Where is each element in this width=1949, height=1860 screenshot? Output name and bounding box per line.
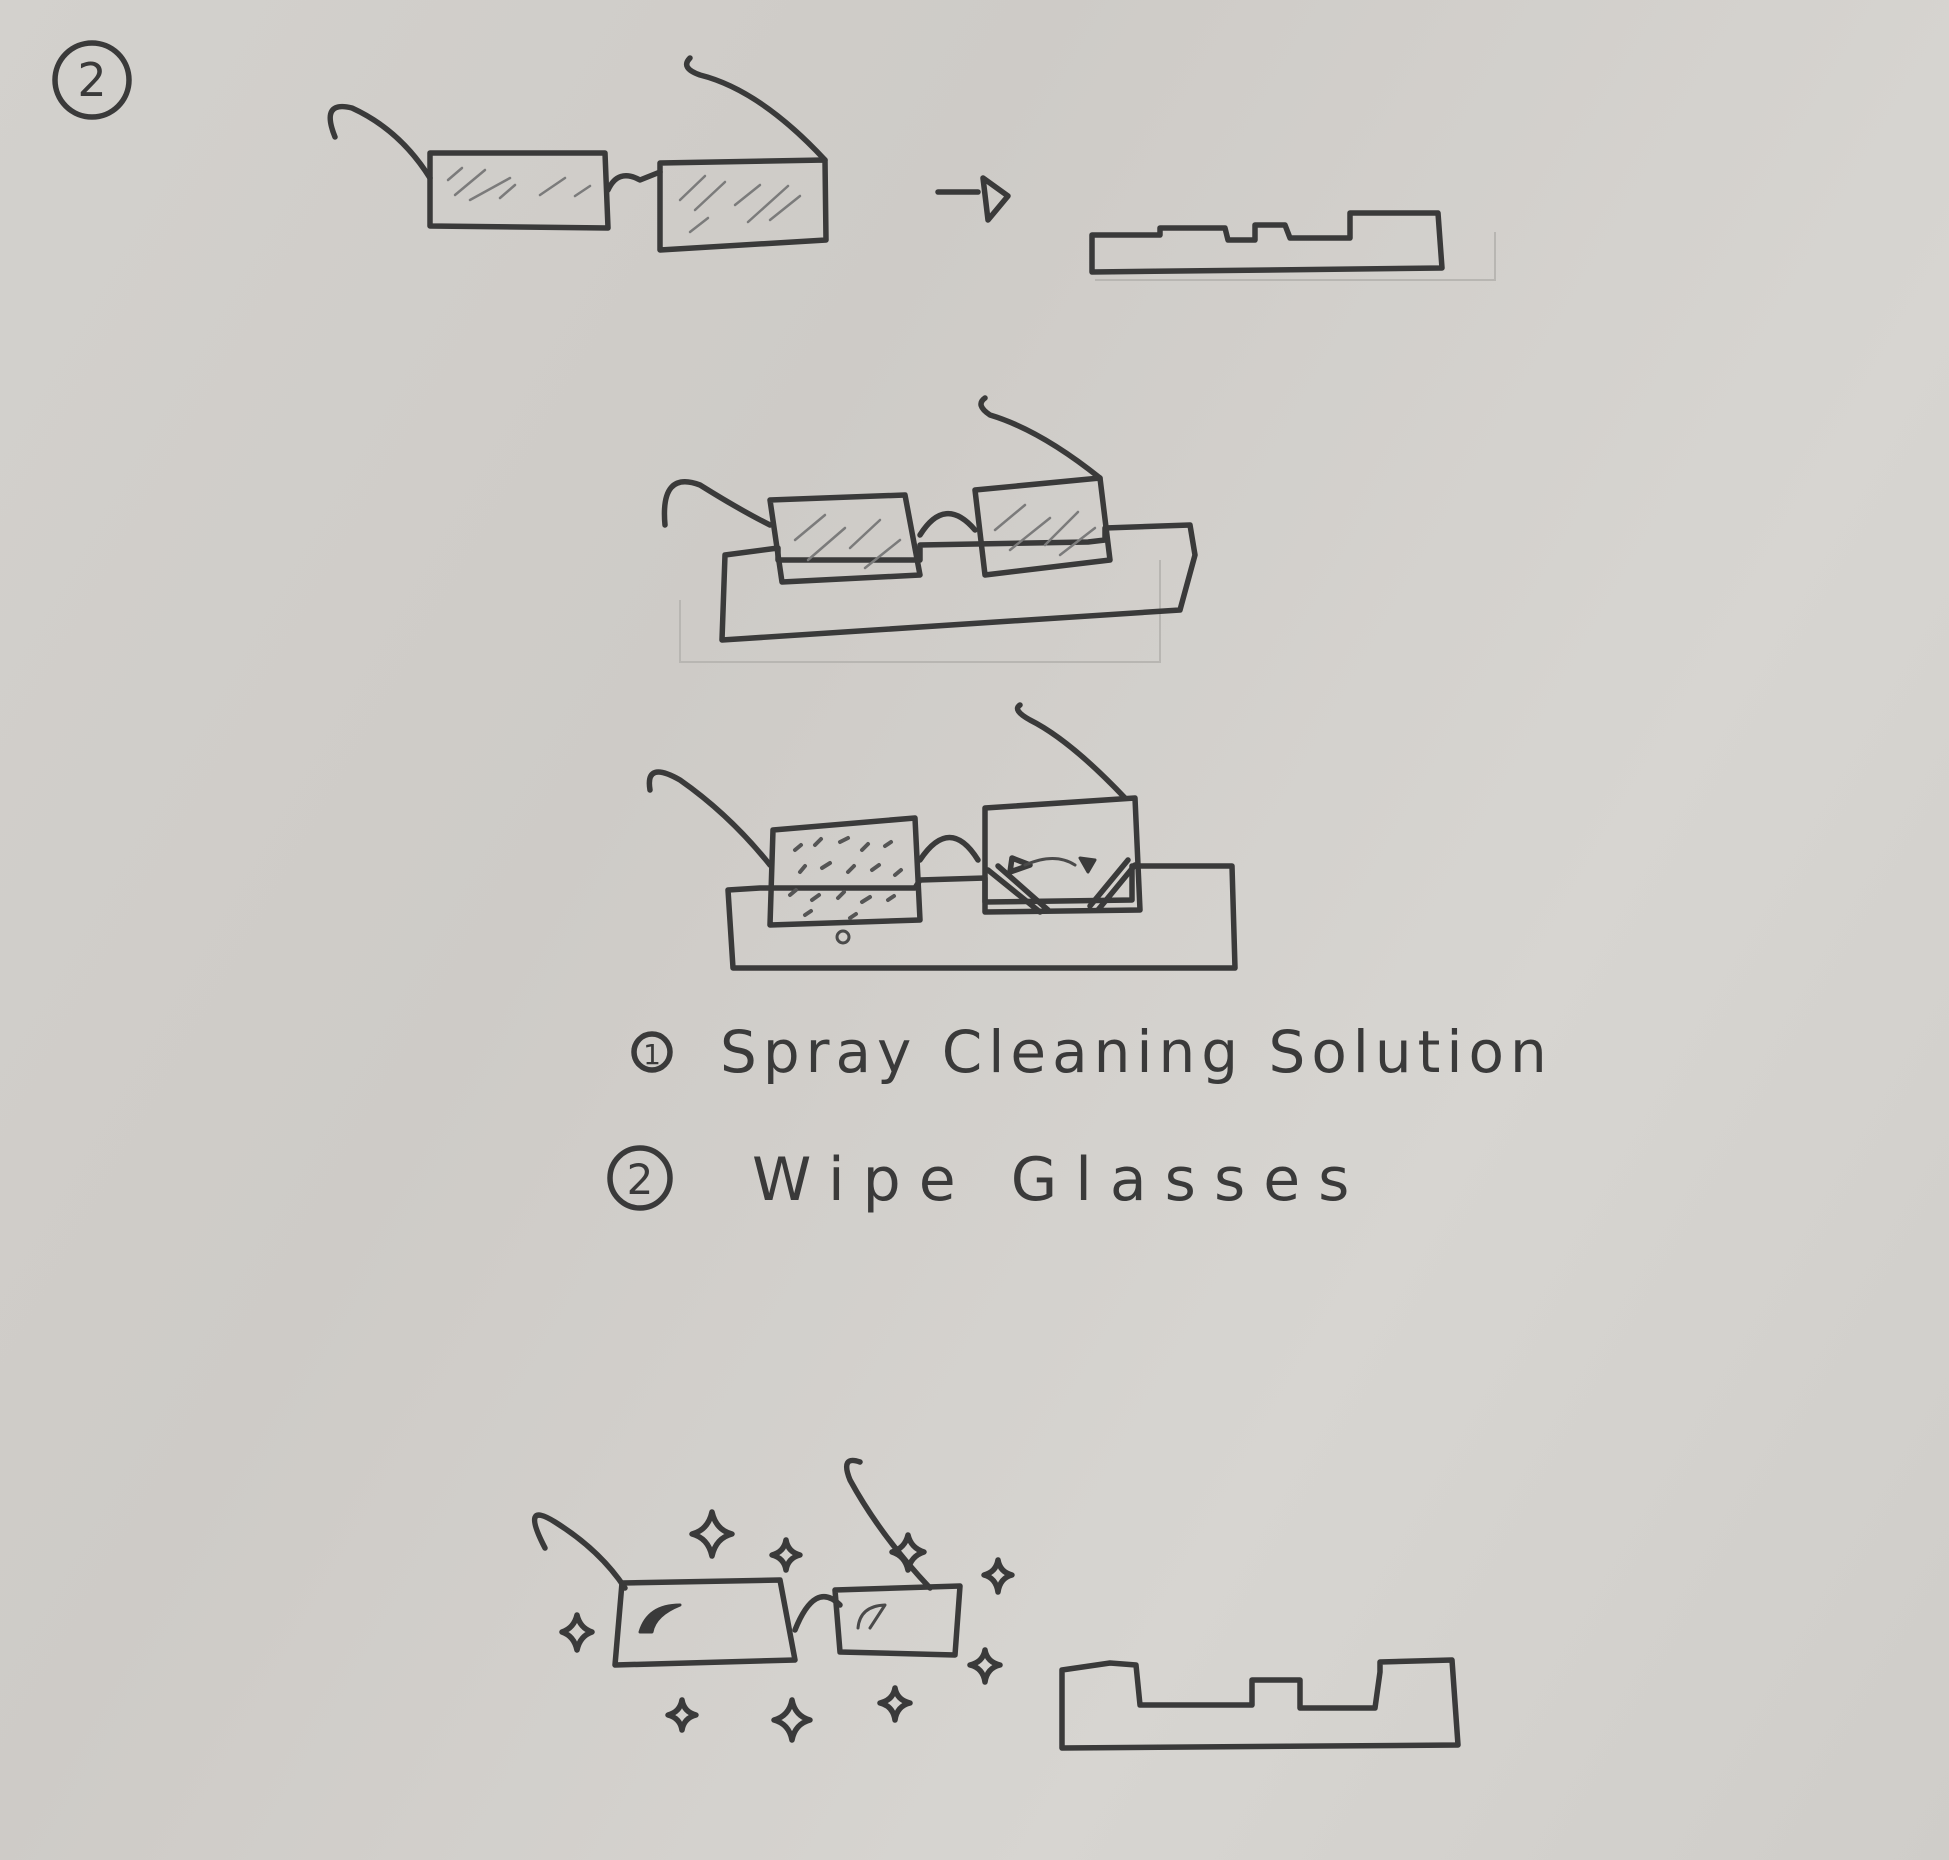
instruction-list: 1 Spray Cleaning Solution 2 Wipe Glasses [607, 1018, 1553, 1215]
dirty-glasses-illustration [327, 55, 829, 253]
sparkles [559, 1509, 1015, 1743]
left-lens [767, 492, 923, 585]
right-temple-arm [1014, 702, 1128, 801]
left-lens-smudges [793, 513, 902, 570]
step-number: 2 [77, 53, 106, 107]
right-lens [972, 475, 1113, 578]
empty-tray-bottom [1059, 1657, 1461, 1751]
arrow-right-icon [935, 175, 1011, 223]
sparkle-icon [689, 1509, 735, 1559]
lens-shine [638, 1603, 682, 1634]
instruction-number-circle [607, 1145, 673, 1211]
spray-droplets [788, 836, 903, 920]
sparkle-icon [769, 1537, 803, 1573]
sparkle-icon [877, 1685, 913, 1723]
sparkle-icon [889, 1532, 927, 1573]
glasses-bridge [917, 834, 981, 863]
sparkle-icon [665, 1697, 699, 1733]
right-lens [657, 157, 829, 253]
instruction-step-1: 1 Spray Cleaning Solution [631, 1018, 1553, 1086]
lens-shine [856, 1603, 887, 1630]
left-lens-sprayed [767, 815, 923, 928]
left-lens-smudges [446, 166, 592, 202]
instruction-number: 2 [627, 1155, 654, 1204]
right-lens [982, 795, 1143, 915]
tray-shadow [1095, 232, 1496, 281]
glasses-bridge [605, 169, 663, 193]
left-lens [427, 150, 611, 231]
sparkle-icon [559, 1612, 595, 1653]
left-temple-arm [646, 769, 773, 868]
right-temple-arm [978, 395, 1103, 481]
instruction-step-2: 2 Wipe Glasses [607, 1145, 1367, 1215]
left-temple-arm [661, 479, 773, 528]
instruction-text: Wipe Glasses [752, 1145, 1367, 1215]
instruction-number: 1 [643, 1038, 661, 1071]
tray-body [1059, 1657, 1461, 1751]
spray-and-wipe-illustration [646, 702, 1238, 971]
left-temple-arm [531, 1512, 628, 1591]
right-lens [832, 1583, 963, 1658]
left-temple-arm [327, 103, 433, 181]
instruction-number-circle [631, 1031, 673, 1073]
sparkle-icon [981, 1557, 1015, 1595]
instruction-text: Spray Cleaning Solution [720, 1018, 1553, 1086]
tray-body [1089, 210, 1445, 275]
sparkle-icon [771, 1697, 813, 1743]
clean-glasses-illustration [531, 1457, 963, 1668]
sparkle-icon [967, 1647, 1003, 1685]
glasses-in-tray-illustration [661, 395, 1198, 663]
right-lens-smudges [993, 503, 1097, 557]
right-temple-arm [843, 1457, 933, 1591]
empty-tray-top [1089, 210, 1496, 281]
right-lens-smudges [678, 174, 802, 234]
right-temple-arm [683, 55, 828, 163]
step-number-badge: 2 [52, 40, 132, 120]
left-lens [612, 1577, 798, 1668]
glasses-bridge [917, 510, 978, 538]
tray-body [725, 863, 1238, 971]
step-number-circle [52, 40, 132, 120]
spray-nozzle [835, 929, 851, 945]
wipe-motion [985, 855, 1138, 915]
